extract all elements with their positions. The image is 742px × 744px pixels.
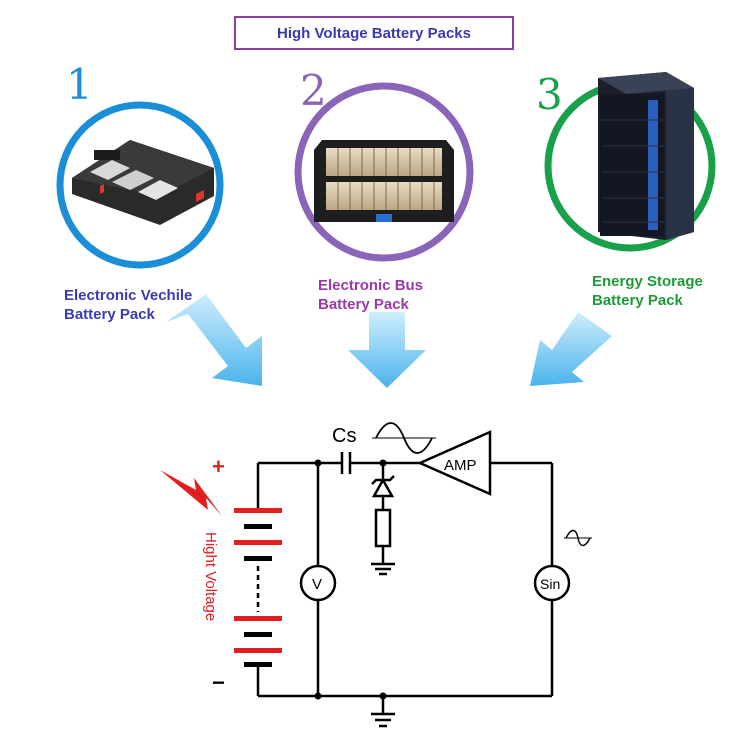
pack-2-number: 2 [300, 66, 327, 115]
arrow-3 [530, 312, 612, 386]
circuit [256, 461, 554, 714]
amp-symbol [416, 430, 492, 496]
negative-terminal-label: − [212, 670, 225, 695]
junctions [314, 459, 387, 700]
sine-source-label: Sin [540, 576, 560, 592]
arrow-2 [348, 312, 426, 388]
title-box: High Voltage Battery Packs [234, 16, 514, 50]
pack-2-label-line2: Battery Pack [318, 296, 409, 313]
pack-3-image [544, 72, 716, 252]
voltage-label: Hight Voltage [202, 532, 219, 621]
pack-2-image [294, 82, 474, 262]
voltmeter-label: V [312, 576, 322, 593]
pack-2-label-line1: Electronic Bus [318, 277, 424, 294]
pack-1-image [56, 101, 224, 269]
lightning-bolt-icon [160, 470, 222, 516]
pack-3-label-line1: Energy Storage [592, 273, 703, 290]
battery-stack [234, 508, 282, 667]
pack-2-label: Electronic Bus Battery Pack [318, 276, 423, 314]
voltmeter [299, 564, 337, 602]
pack-3-label: Energy Storage Battery Pack [592, 272, 703, 310]
zener-diode [371, 475, 395, 498]
pack-1-number: 1 [66, 60, 93, 109]
pack-1-label-line2: Battery Pack [64, 306, 155, 323]
pack-3-number: 3 [536, 70, 563, 119]
amp-label: AMP [444, 457, 477, 474]
capacitor-cs [340, 452, 352, 474]
pack-3-label-line2: Battery Pack [592, 292, 683, 309]
pack-1-label-line1: Electronic Vechile [64, 287, 193, 304]
resistor [374, 508, 392, 548]
ground-symbol-bottom [371, 712, 395, 728]
diagram-title: High Voltage Battery Packs [277, 24, 471, 42]
positive-terminal-label: + [212, 454, 225, 479]
ground-symbol-mid [371, 562, 395, 576]
arrow-1 [166, 294, 262, 386]
sine-source [533, 564, 571, 602]
capacitor-label: Cs [332, 425, 356, 447]
pack-1-label: Electronic Vechile Battery Pack [64, 286, 192, 324]
